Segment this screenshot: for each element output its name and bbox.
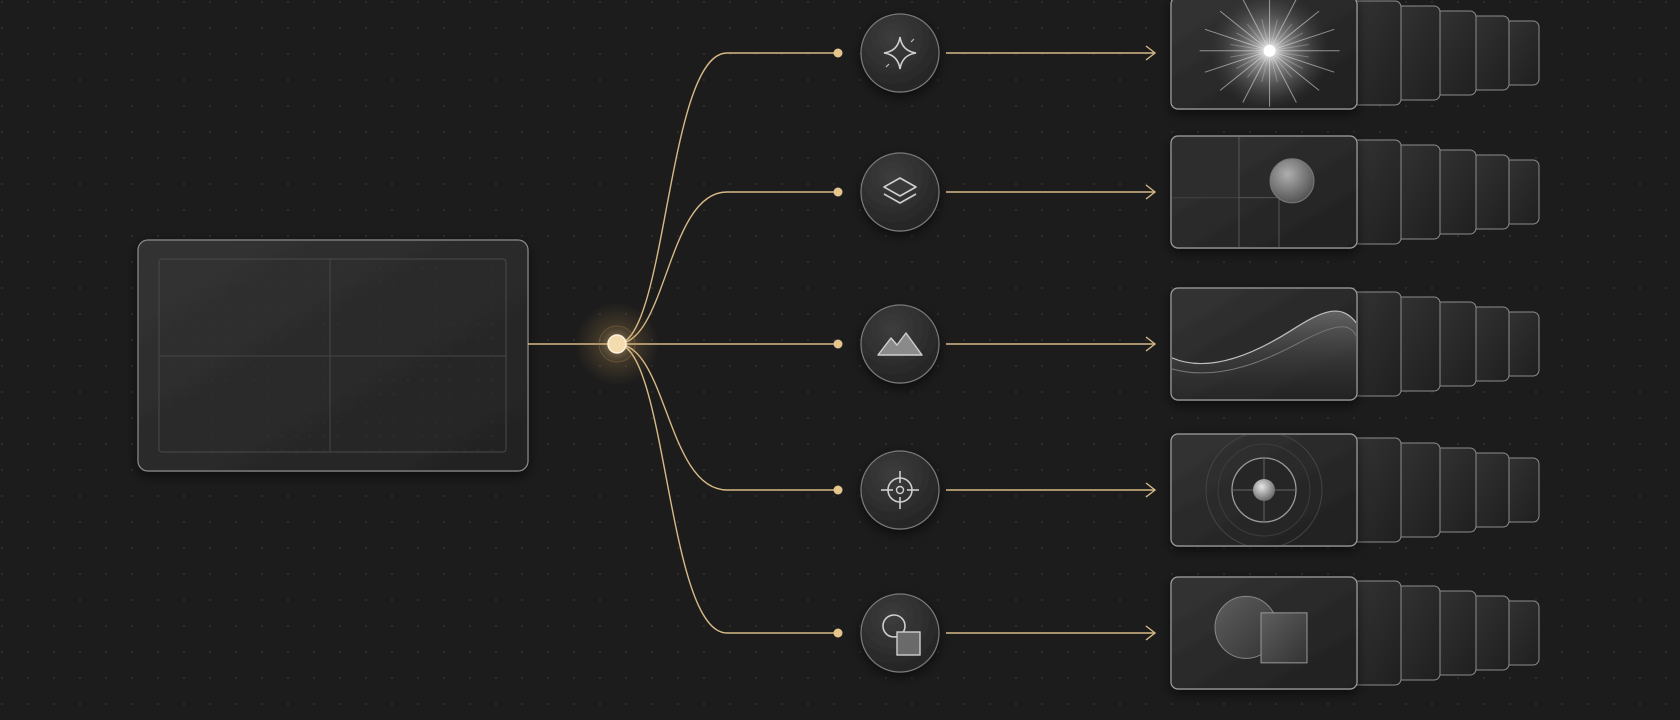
branch-shapes bbox=[833, 576, 1540, 690]
branch-sparkle bbox=[833, 0, 1540, 111]
mountain-icon[interactable] bbox=[860, 304, 940, 384]
connector-endpoint bbox=[833, 628, 843, 638]
connector-endpoint bbox=[833, 339, 843, 349]
branch-list bbox=[833, 0, 1540, 690]
branch-mountain bbox=[833, 287, 1540, 401]
source-canvas bbox=[137, 239, 529, 472]
arrow-head bbox=[1145, 336, 1157, 352]
arrow-head bbox=[1145, 482, 1157, 498]
arrow-head bbox=[1145, 45, 1157, 61]
thumbnail-stack bbox=[1348, 0, 1540, 106]
branch-layers bbox=[833, 135, 1540, 249]
connector-endpoint bbox=[833, 48, 843, 58]
connector-endpoint bbox=[833, 187, 843, 197]
sparkle-icon[interactable] bbox=[860, 13, 940, 93]
thumbnail-stack bbox=[1348, 291, 1540, 397]
thumbnail-stack bbox=[1348, 580, 1540, 686]
thumbnail-stack bbox=[1348, 437, 1540, 543]
preview-circle-square[interactable] bbox=[1170, 576, 1358, 690]
arrow-head bbox=[1145, 625, 1157, 641]
glow-node-icon bbox=[575, 302, 659, 386]
connector-endpoint bbox=[833, 485, 843, 495]
thumbnail-stack bbox=[1348, 139, 1540, 245]
layers-icon[interactable] bbox=[860, 152, 940, 232]
preview-radial-target[interactable] bbox=[1170, 432, 1358, 548]
crosshair-icon[interactable] bbox=[860, 450, 940, 530]
preview-starburst[interactable] bbox=[1170, 0, 1358, 111]
preview-wave[interactable] bbox=[1170, 287, 1358, 401]
preview-layout-grid-circle[interactable] bbox=[1170, 135, 1358, 249]
arrow-head bbox=[1145, 184, 1157, 200]
branch-target bbox=[833, 432, 1540, 548]
shapes-icon[interactable] bbox=[860, 593, 940, 673]
